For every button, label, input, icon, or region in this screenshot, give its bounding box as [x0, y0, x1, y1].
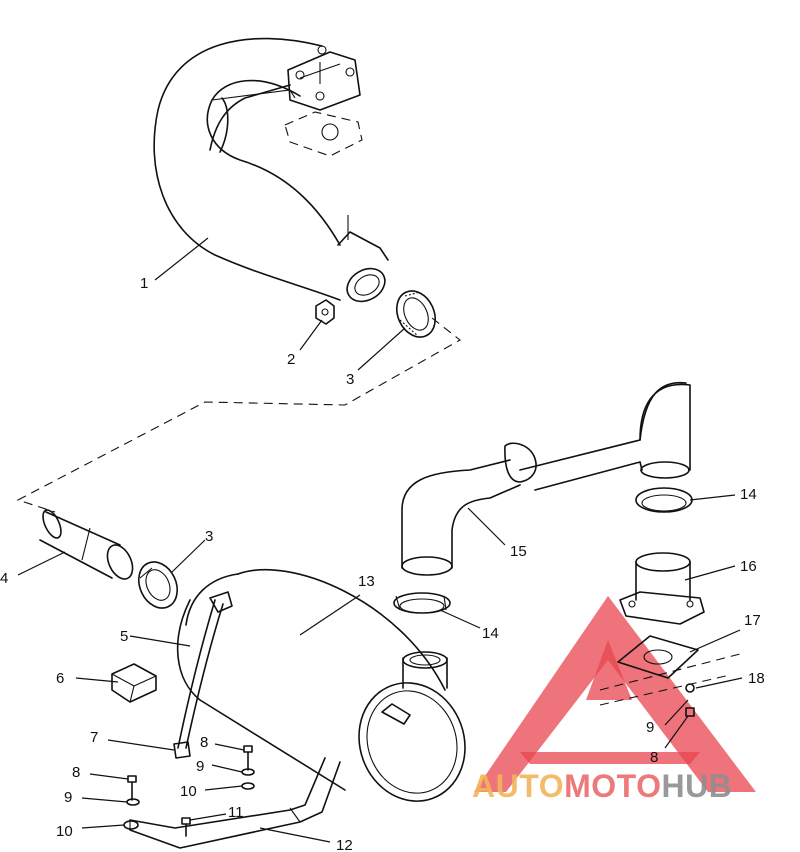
- callout-13: 13: [358, 573, 375, 590]
- callout-8: 8: [200, 734, 208, 751]
- spring-clamp-lower: [137, 561, 179, 609]
- bolt-right-part-8: [685, 707, 695, 717]
- assembly-dashed-line-right: [599, 653, 741, 691]
- watermark-moto: MOTO: [564, 768, 662, 804]
- callout-3: 3: [346, 371, 354, 388]
- washer-left-part-10: [123, 820, 139, 830]
- callout-11: 11: [228, 804, 244, 821]
- nut-part-18: [685, 683, 695, 693]
- strap-end-part-7: [173, 741, 191, 759]
- tailpipe-part-4: [39, 509, 134, 580]
- callout-17: 17: [744, 612, 761, 629]
- callout-14: 14: [740, 486, 757, 503]
- callout-9: 9: [196, 758, 204, 775]
- clamp-upper-part-14: [635, 487, 693, 513]
- callout-9: 9: [64, 789, 72, 806]
- bolt-left-part-8: [127, 775, 137, 801]
- exhaust-pipe-upper: [153, 37, 389, 303]
- watermark-text: AUTOMOTOHUB: [472, 768, 732, 805]
- callout-15: 15: [510, 543, 527, 560]
- watermark-hub: HUB: [661, 768, 733, 804]
- outlet-flange-part-16: [619, 552, 705, 625]
- leader-lines: [17, 237, 743, 843]
- callout-18: 18: [748, 670, 765, 687]
- washer-middle-part-10: [241, 782, 255, 790]
- flex-pipe-part-15: [401, 381, 691, 576]
- nut-part-2: [315, 299, 335, 325]
- assembly-dashed-line-right-2: [599, 674, 731, 706]
- callout-1: 1: [140, 275, 148, 292]
- gasket-part-17: [617, 635, 699, 679]
- exhaust-gasket: [284, 111, 363, 157]
- callout-10: 10: [56, 823, 73, 840]
- callout-6: 6: [56, 670, 64, 687]
- callout-5: 5: [120, 628, 128, 645]
- callout-8: 8: [650, 749, 658, 766]
- bracket-part-12: [129, 757, 341, 849]
- callout-16: 16: [740, 558, 757, 575]
- strap-part-5: [177, 591, 233, 749]
- exhaust-flange: [287, 45, 361, 111]
- callout-8: 8: [72, 764, 80, 781]
- watermark-auto: AUTO: [472, 768, 565, 804]
- callout-10: 10: [180, 783, 197, 800]
- callout-7: 7: [90, 729, 98, 746]
- callout-2: 2: [287, 351, 295, 368]
- bolt-middle-part-8: [243, 745, 253, 771]
- watermark-logo-icon: [474, 596, 756, 792]
- spring-clamp-upper: [395, 290, 437, 338]
- callout-labels: 1 2 3 3 4 5 6 7 8 8 8 9 9 9 10 10 11 12 …: [0, 275, 765, 852]
- callout-4: 4: [0, 570, 8, 587]
- muffler-part-13: [176, 569, 466, 802]
- connection-dashed-line: [16, 317, 461, 513]
- pad-part-6: [111, 663, 157, 703]
- callout-14: 14: [482, 625, 499, 642]
- callout-9: 9: [646, 719, 654, 736]
- callout-12: 12: [336, 837, 353, 852]
- rivet-part-11: [181, 817, 191, 837]
- clamp-lower-part-14: [393, 592, 451, 614]
- callout-3: 3: [205, 528, 213, 545]
- washer-left-part-9: [126, 798, 140, 806]
